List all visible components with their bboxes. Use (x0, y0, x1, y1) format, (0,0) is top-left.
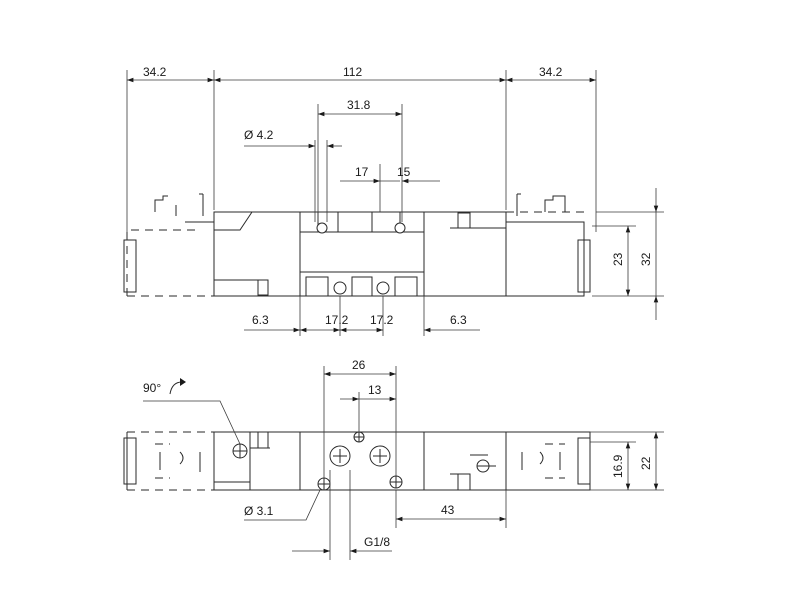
dim-label-6-3-right: 6.3 (450, 313, 467, 327)
left-coil-outline (123, 193, 214, 297)
dim-label-13: 13 (368, 383, 382, 397)
valve-body-plan (213, 431, 507, 491)
dim-dia-4-2: Ø 4.2 (244, 128, 342, 222)
dim-plan-height: 16.9 22 (590, 431, 664, 491)
dim-label-34-2-left: 34.2 (143, 65, 167, 79)
right-coil-plan (505, 431, 591, 491)
dim-label-26: 26 (352, 358, 366, 372)
dim-label-112: 112 (343, 65, 362, 79)
plan-view: 90° 26 13 16.9 22 (123, 358, 664, 560)
dim-label-15: 15 (397, 165, 411, 179)
dim-port-spacing: 6.3 17.2 17.2 6.3 (244, 296, 480, 336)
dim-dia-3-1: Ø 3.1 (244, 489, 321, 521)
dim-label-43: 43 (441, 503, 455, 517)
dim-label-31-8: 31.8 (347, 98, 371, 112)
dim-43: 43 (395, 490, 507, 528)
dim-label-34-2-right: 34.2 (539, 65, 563, 79)
dim-label-22: 22 (639, 456, 653, 470)
dim-label-17-2-a: 17.2 (325, 313, 349, 327)
dim-label-16-9: 16.9 (611, 454, 625, 478)
right-coil-outline (505, 193, 591, 297)
dim-label-dia-4-2: Ø 4.2 (244, 128, 274, 142)
dim-label-23: 23 (611, 252, 625, 266)
dim-label-g1-8: G1/8 (364, 535, 390, 549)
dim-13: 13 (340, 383, 396, 432)
dim-label-17: 17 (355, 165, 369, 179)
left-coil-plan (123, 431, 214, 491)
dim-overall-width: 34.2 112 34.2 (126, 65, 597, 232)
rotation-90-marker: 90° (143, 378, 241, 445)
dim-height: 23 32 (592, 188, 664, 320)
dim-label-17-2-b: 17.2 (370, 313, 394, 327)
valve-body (213, 211, 507, 297)
dim-31-8: 31.8 (317, 98, 403, 222)
dim-label-dia-3-1: Ø 3.1 (244, 504, 274, 518)
dim-label-6-3-left: 6.3 (252, 313, 269, 327)
dim-17-15: 17 15 (340, 164, 440, 212)
dim-g1-8: G1/8 (292, 470, 392, 560)
dim-label-32: 32 (639, 252, 653, 266)
side-view: 34.2 112 34.2 31.8 Ø 4.2 17 15 (123, 65, 664, 336)
dim-26: 26 (323, 358, 397, 478)
dim-label-90: 90° (143, 381, 161, 395)
